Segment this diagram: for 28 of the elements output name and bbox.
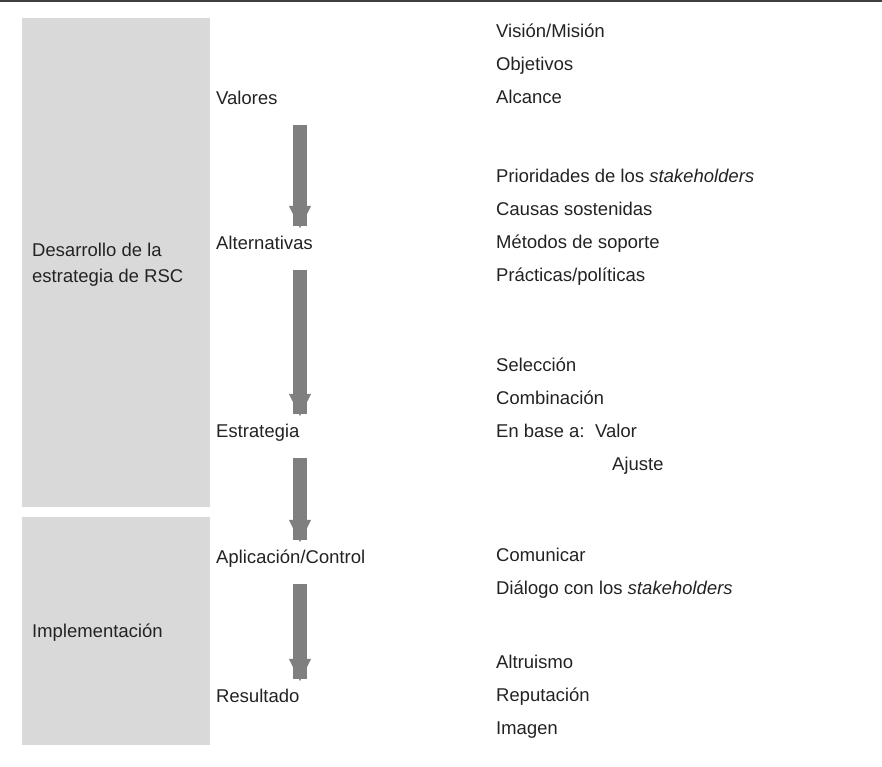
list-item: Combinación [496, 386, 604, 410]
list-item: Reputación [496, 683, 590, 707]
stage-label: Estrategia [216, 418, 300, 444]
list-item: Prioridades de los stakeholders [496, 164, 754, 188]
stage-label: Resultado [216, 683, 300, 709]
stage-label: Aplicación/Control [216, 544, 366, 570]
list-item: Comunicar [496, 543, 586, 567]
phase-band: Desarrollo de la estrategia de RSC [22, 18, 210, 507]
down-arrow [288, 458, 312, 542]
list-item: Altruismo [496, 650, 574, 674]
stage-label: Valores [216, 85, 278, 111]
list-item: Ajuste [612, 452, 664, 476]
list-item: Diálogo con los stakeholders [496, 576, 733, 600]
list-item: Causas sostenidas [496, 197, 652, 221]
list-item: Valor [595, 419, 637, 443]
list-item: Alcance [496, 85, 562, 109]
down-arrow [288, 125, 312, 228]
list-item: Objetivos [496, 52, 574, 76]
down-arrow [288, 584, 312, 682]
phase-band: Implementación [22, 517, 210, 745]
list-item: Prácticas/políticas [496, 263, 646, 287]
list-item: Métodos de soporte [496, 230, 660, 254]
stage-label: Alternativas [216, 230, 313, 256]
list-item: En base a: [496, 419, 584, 443]
list-item: Imagen [496, 716, 558, 740]
down-arrow [288, 270, 312, 416]
list-item: Visión/Misión [496, 19, 605, 43]
list-item: Selección [496, 353, 576, 377]
